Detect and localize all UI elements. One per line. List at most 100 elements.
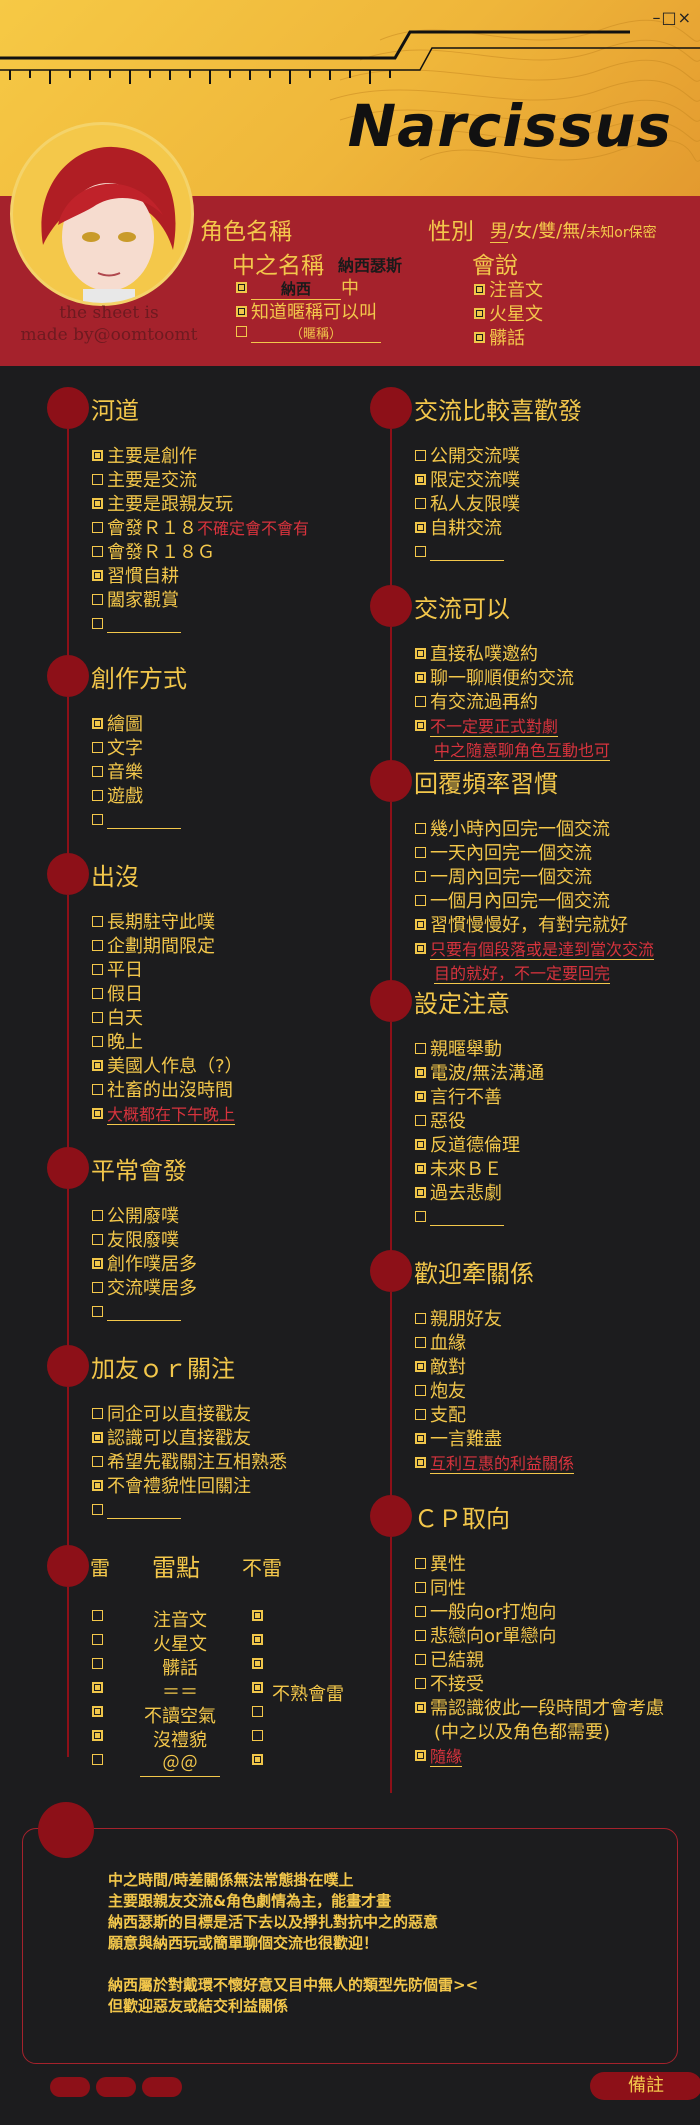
- option-item[interactable]: 主要是交流: [92, 469, 309, 493]
- checkbox[interactable]: [92, 916, 103, 927]
- option-item[interactable]: 會發Ｒ１８不確定會不會有: [92, 517, 309, 541]
- option-item[interactable]: 私人友限噗: [415, 493, 520, 517]
- option-item[interactable]: 反道德倫理: [415, 1134, 544, 1158]
- option-item[interactable]: 一周內回完一個交流: [415, 866, 654, 890]
- option-item[interactable]: 公開交流噗: [415, 445, 520, 469]
- blank-line[interactable]: [107, 1504, 181, 1519]
- blank-line[interactable]: [107, 814, 181, 829]
- checkbox[interactable]: [92, 1480, 103, 1491]
- option-item[interactable]: 音樂: [92, 761, 181, 785]
- option-item[interactable]: 希望先戳關注互相熟悉: [92, 1451, 287, 1475]
- option-item[interactable]: 大概都在下午晚上: [92, 1103, 243, 1127]
- option-item[interactable]: 隨緣: [415, 1745, 664, 1769]
- thunder-left-checkbox[interactable]: [92, 1678, 107, 1699]
- option-item[interactable]: [415, 541, 520, 565]
- checkbox[interactable]: [415, 1630, 426, 1641]
- option-item[interactable]: 電波/無法溝通: [415, 1062, 544, 1086]
- checkbox[interactable]: [415, 498, 426, 509]
- checkbox[interactable]: [92, 618, 103, 629]
- option-item[interactable]: 互利互惠的利益關係: [415, 1452, 575, 1476]
- option-item[interactable]: 過去悲劇: [415, 1182, 544, 1206]
- option-item[interactable]: 會發Ｒ１８Ｇ: [92, 541, 309, 565]
- checkbox[interactable]: [415, 720, 426, 731]
- thunder-left-checkbox[interactable]: [92, 1630, 107, 1651]
- window-controls[interactable]: –□×: [652, 8, 692, 27]
- option-item[interactable]: 需認識彼此一段時間才會考慮: [415, 1697, 664, 1721]
- checkbox[interactable]: [92, 546, 103, 557]
- checkbox[interactable]: [415, 672, 426, 683]
- checkbox[interactable]: [415, 1678, 426, 1689]
- checkbox[interactable]: [415, 919, 426, 930]
- option-item[interactable]: 已結親: [415, 1649, 664, 1673]
- option-item[interactable]: 文字: [92, 737, 181, 761]
- thunder-left-checkbox[interactable]: [92, 1654, 107, 1675]
- option-item[interactable]: 主要是創作: [92, 445, 309, 469]
- checkbox[interactable]: [415, 1043, 426, 1054]
- option-item[interactable]: 白天: [92, 1007, 243, 1031]
- option-item[interactable]: [92, 613, 309, 637]
- blank-line[interactable]: [430, 546, 504, 561]
- option-item[interactable]: 限定交流噗: [415, 469, 520, 493]
- option-item[interactable]: 血緣: [415, 1332, 574, 1356]
- option-item[interactable]: 習慣慢慢好，有對完就好: [415, 914, 654, 938]
- checkbox[interactable]: [92, 1258, 103, 1269]
- checkbox[interactable]: [415, 847, 426, 858]
- checkbox[interactable]: [415, 823, 426, 834]
- checkbox[interactable]: [415, 1385, 426, 1396]
- option-item[interactable]: 平日: [92, 959, 243, 983]
- blank-line[interactable]: [107, 1306, 181, 1321]
- checkbox[interactable]: [92, 1108, 103, 1119]
- option-item[interactable]: 炮友: [415, 1380, 574, 1404]
- option-item[interactable]: 同企可以直接戳友: [92, 1403, 287, 1427]
- option-item[interactable]: 社畜的出沒時間: [92, 1079, 243, 1103]
- checkbox[interactable]: [415, 943, 426, 954]
- thunder-left-checkbox[interactable]: [92, 1702, 107, 1723]
- thunder-right-checkbox[interactable]: [252, 1630, 267, 1651]
- option-item[interactable]: 直接私噗邀約: [415, 643, 610, 667]
- option-item[interactable]: 異性: [415, 1553, 664, 1577]
- checkbox[interactable]: [92, 766, 103, 777]
- checkbox[interactable]: [415, 1433, 426, 1444]
- option-item[interactable]: [92, 1499, 287, 1523]
- checkbox[interactable]: [92, 1234, 103, 1245]
- option-item[interactable]: 親暱舉動: [415, 1038, 544, 1062]
- checkbox[interactable]: [415, 474, 426, 485]
- checkbox[interactable]: [415, 696, 426, 707]
- option-item[interactable]: 假日: [92, 983, 243, 1007]
- checkbox[interactable]: [415, 648, 426, 659]
- checkbox[interactable]: [415, 1702, 426, 1713]
- option-item[interactable]: 美國人作息（?）: [92, 1055, 243, 1079]
- checkbox[interactable]: [415, 1115, 426, 1126]
- speak-item[interactable]: 髒話: [474, 324, 525, 350]
- checkbox[interactable]: [415, 1187, 426, 1198]
- checkbox[interactable]: [92, 570, 103, 581]
- checkbox[interactable]: [415, 1337, 426, 1348]
- checkbox[interactable]: [415, 1606, 426, 1617]
- checkbox[interactable]: [415, 1582, 426, 1593]
- option-item[interactable]: [92, 809, 181, 833]
- option-item[interactable]: 晚上: [92, 1031, 243, 1055]
- thunder-right-checkbox[interactable]: [252, 1654, 267, 1675]
- checkbox[interactable]: [415, 1313, 426, 1324]
- option-item[interactable]: 闔家觀賞: [92, 589, 309, 613]
- checkbox[interactable]: [92, 1210, 103, 1221]
- nickname-blank[interactable]: （暱稱）: [236, 322, 381, 343]
- checkbox[interactable]: [92, 1084, 103, 1095]
- option-item[interactable]: 繪圖: [92, 713, 181, 737]
- thunder-right-checkbox[interactable]: [252, 1606, 267, 1627]
- speak-item[interactable]: 火星文: [474, 300, 543, 326]
- checkbox[interactable]: [92, 1282, 103, 1293]
- nickname-line[interactable]: 納西中: [236, 274, 359, 300]
- speak-item[interactable]: 注音文: [474, 276, 543, 302]
- option-item[interactable]: 惡役: [415, 1110, 544, 1134]
- option-item[interactable]: 習慣自耕: [92, 565, 309, 589]
- nav-pill[interactable]: [142, 2077, 182, 2097]
- checkbox[interactable]: [92, 1306, 103, 1317]
- checkbox[interactable]: [92, 790, 103, 801]
- option-item[interactable]: 親朋好友: [415, 1308, 574, 1332]
- nav-pill[interactable]: [96, 2077, 136, 2097]
- thunder-left-checkbox[interactable]: [92, 1726, 107, 1747]
- option-item[interactable]: 悲戀向or單戀向: [415, 1625, 664, 1649]
- thunder-right-checkbox[interactable]: [252, 1678, 267, 1699]
- checkbox[interactable]: [92, 964, 103, 975]
